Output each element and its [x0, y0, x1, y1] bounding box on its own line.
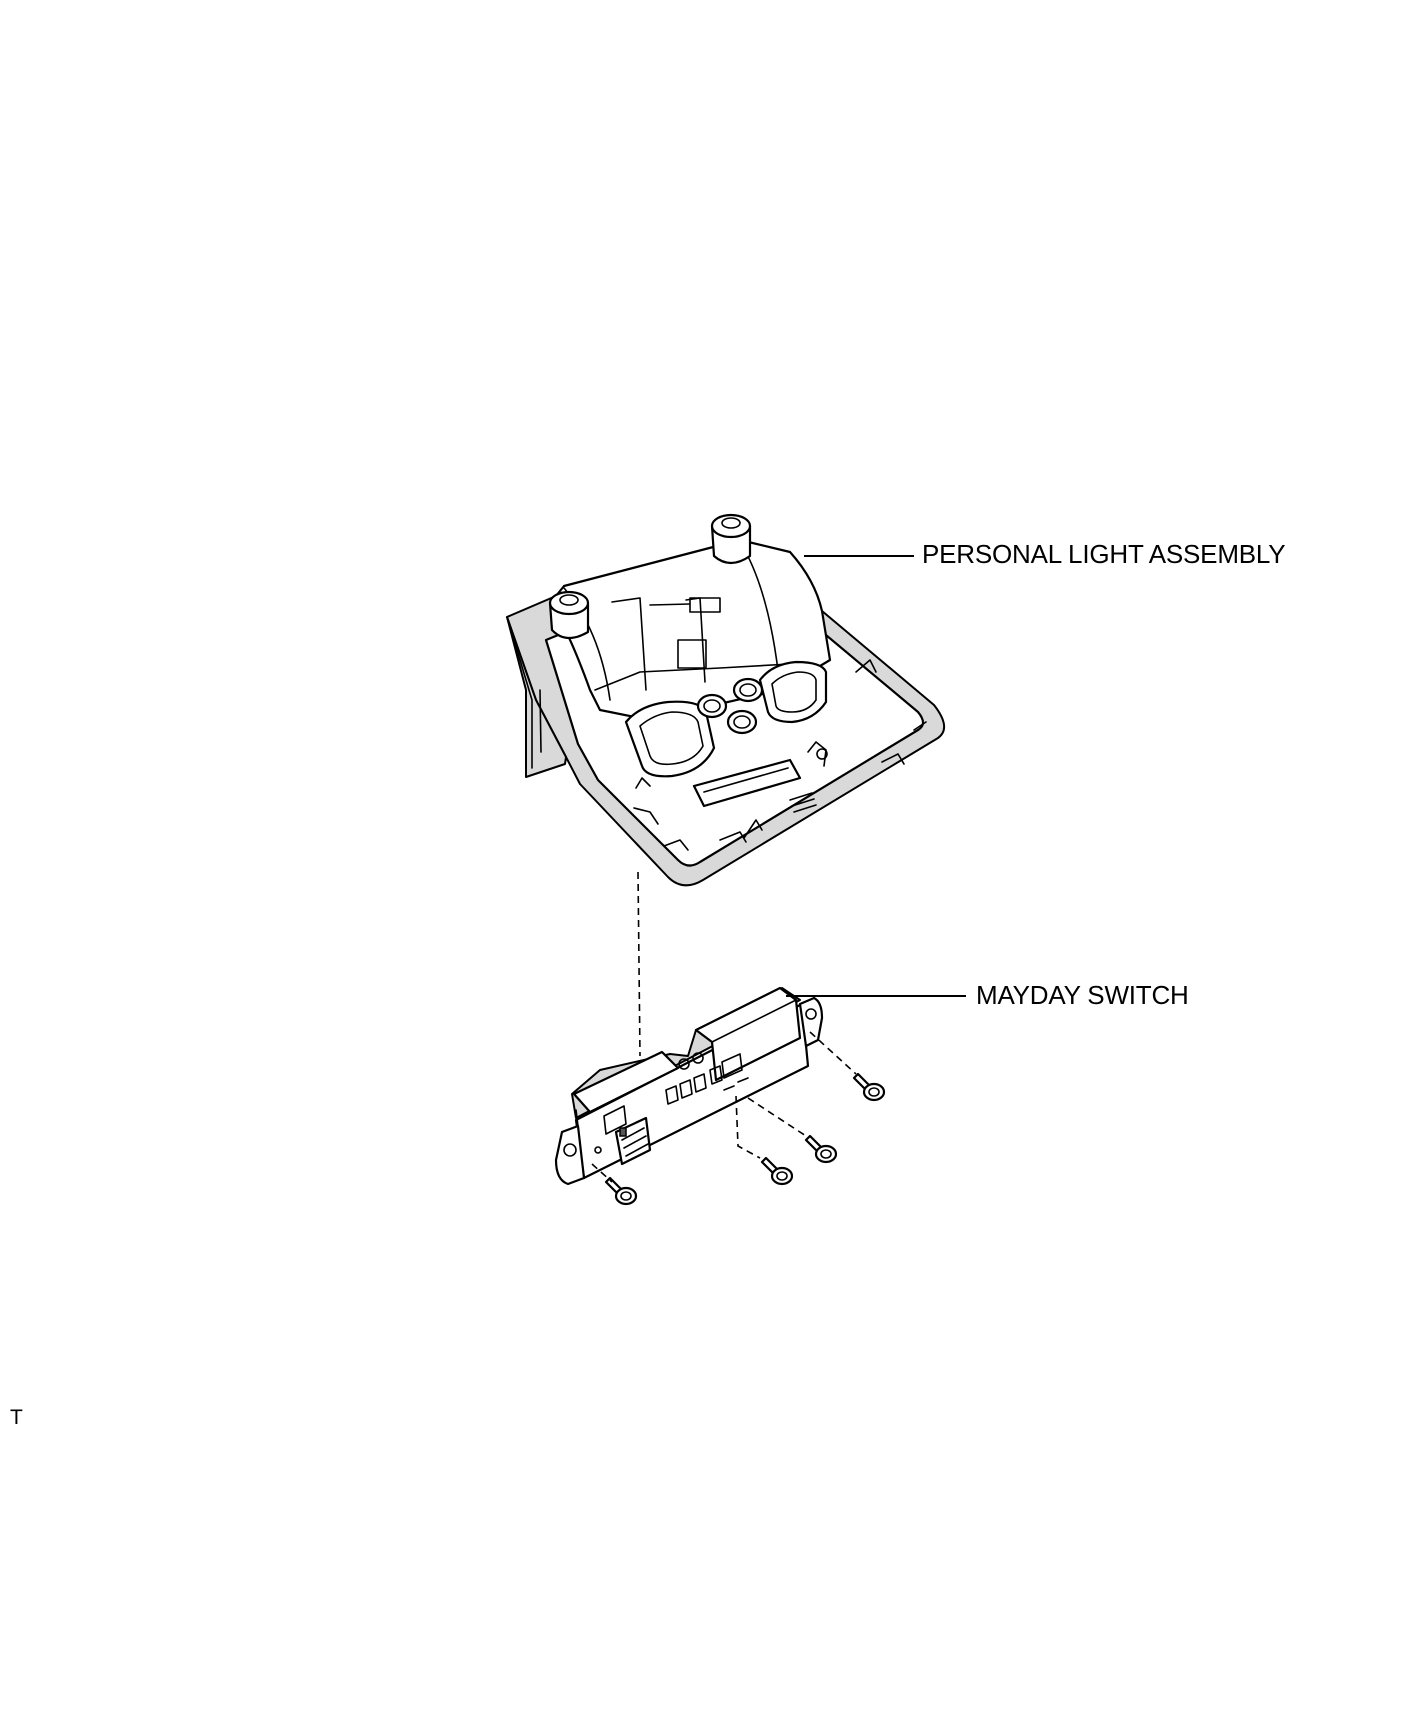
label-mayday-switch: MAYDAY SWITCH — [976, 980, 1189, 1010]
label-personal-light-assembly: PERSONAL LIGHT ASSEMBLY — [922, 539, 1286, 569]
light-assembly-lens-right — [758, 660, 828, 724]
screw-4 — [852, 1072, 886, 1102]
mayday-switch-connector — [614, 1116, 652, 1166]
light-assembly-lens-left — [624, 700, 716, 778]
mayday-switch-right-tab — [798, 996, 824, 1048]
light-assembly-center-buttons — [696, 677, 764, 735]
light-assembly-knob-left — [548, 590, 590, 640]
screw-1 — [604, 1176, 638, 1206]
corner-mark: T — [10, 1406, 23, 1429]
screw-2 — [760, 1156, 794, 1186]
personal-light-assembly-drawing — [506, 513, 945, 887]
assembly-dashed-lines — [591, 871, 857, 1183]
mayday-switch-drawing — [554, 986, 824, 1186]
mayday-switch-left-tab — [554, 1124, 586, 1186]
screw-3 — [804, 1134, 838, 1164]
light-assembly-knob-right — [710, 513, 752, 565]
light-assembly-side-panel — [506, 616, 567, 778]
